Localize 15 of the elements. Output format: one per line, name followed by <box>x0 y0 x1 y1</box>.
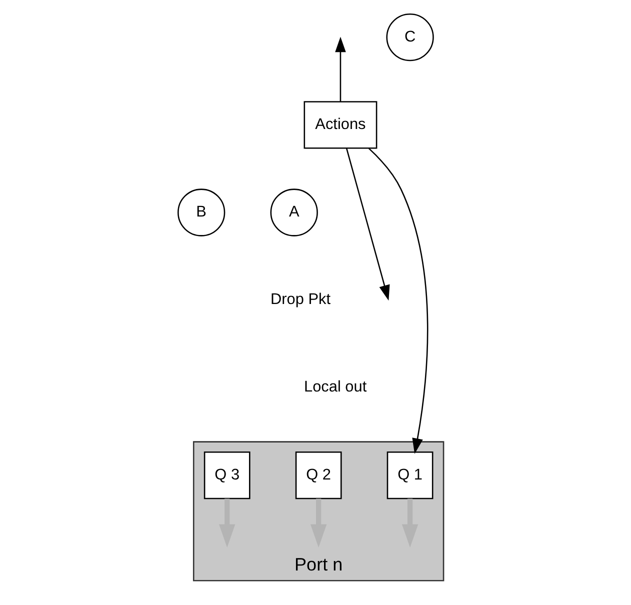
node-box: Actions <box>303 101 377 149</box>
node-box: Q 3 <box>203 451 250 500</box>
node-box: Q 1 <box>386 451 433 500</box>
arrow <box>218 498 235 548</box>
label: Local out <box>303 378 366 396</box>
node-box: Q 2 <box>294 451 342 500</box>
node-circle: A <box>270 188 318 236</box>
arrow <box>401 498 418 548</box>
label: Drop Pkt <box>270 291 330 308</box>
node-circle: B <box>177 188 225 236</box>
arrow <box>310 498 326 548</box>
arrow <box>345 148 390 301</box>
node-circle: C <box>386 13 434 62</box>
arrow <box>334 36 346 102</box>
arrow <box>368 148 428 454</box>
